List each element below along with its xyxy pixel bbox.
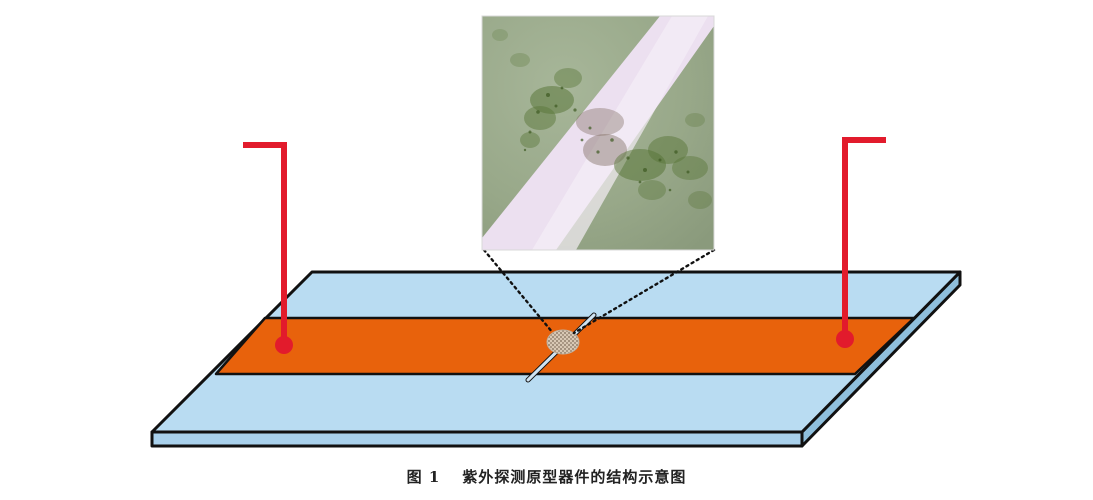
right-contact-point — [836, 330, 854, 348]
figure-caption: 图 1 紫外探测原型器件的结构示意图 — [0, 466, 1093, 487]
figure-label: 图 1 — [406, 468, 441, 486]
zoom-line-left — [482, 248, 555, 335]
figure-caption-text: 紫外探测原型器件的结构示意图 — [462, 468, 687, 486]
left-contact-point — [275, 336, 293, 354]
substrate-front-face — [150, 430, 804, 448]
left-probe-lead — [243, 142, 293, 354]
microscope-inset — [482, 16, 714, 250]
inset-border — [481, 15, 715, 251]
particle-spot — [546, 329, 580, 355]
inset-particle-clusters — [492, 29, 712, 209]
zoom-line-right — [572, 248, 716, 335]
right-probe-lead — [836, 137, 886, 348]
